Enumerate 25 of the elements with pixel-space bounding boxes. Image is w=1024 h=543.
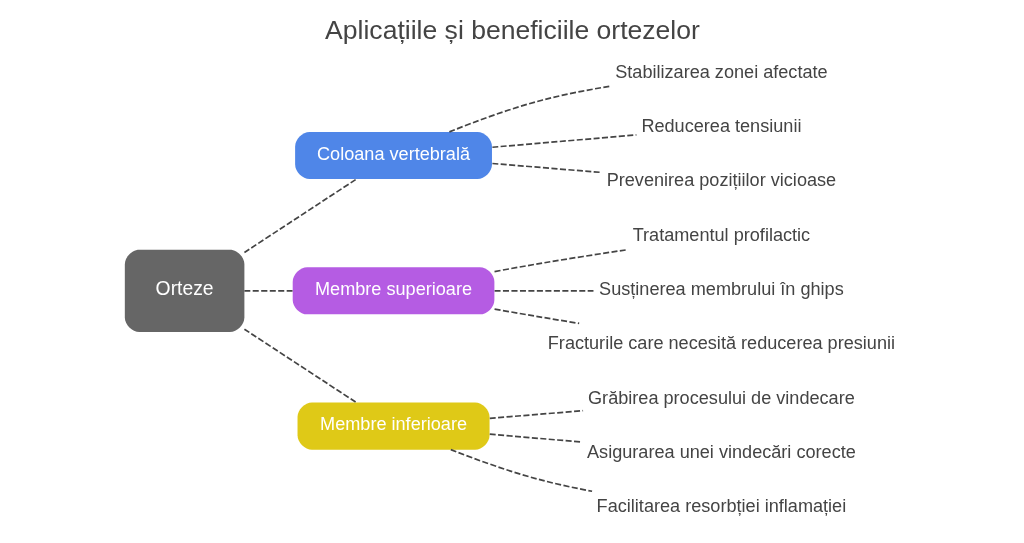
node-text: Prevenirea pozițiilor vicioase [606,170,836,191]
connector [243,289,293,292]
connector [488,409,584,420]
connector [243,328,357,404]
node-text: Facilitarea resorbției inflamației [596,496,846,517]
node-text: Tratamentul profilactic [632,224,810,245]
node-box: Coloana vertebrală [294,132,492,180]
connector [493,308,580,325]
node-text: Fracturile care necesită reducerea presiunii [547,333,895,354]
node-text: Reducerea tensiunii [640,116,801,137]
connector [449,448,593,493]
node-text: Susținerea membrului în ghips [598,279,844,300]
connector [493,248,628,273]
diagram-title: Aplicațiile și beneficiile ortezelor [324,15,700,46]
connector [448,85,611,133]
connector [243,178,357,254]
node-text: Asigurarea unei vindecări corecte [586,442,856,463]
node-box: Membre superioare [292,267,494,315]
connector [491,162,603,174]
node-box: Membre inferioare [297,402,490,450]
node-box: Orteze [124,249,244,332]
connector [493,289,594,292]
connector [488,433,583,443]
node-text: Stabilizarea zonei afectate [614,61,828,82]
node-text: Grăbirea procesului de vindecare [587,387,855,408]
